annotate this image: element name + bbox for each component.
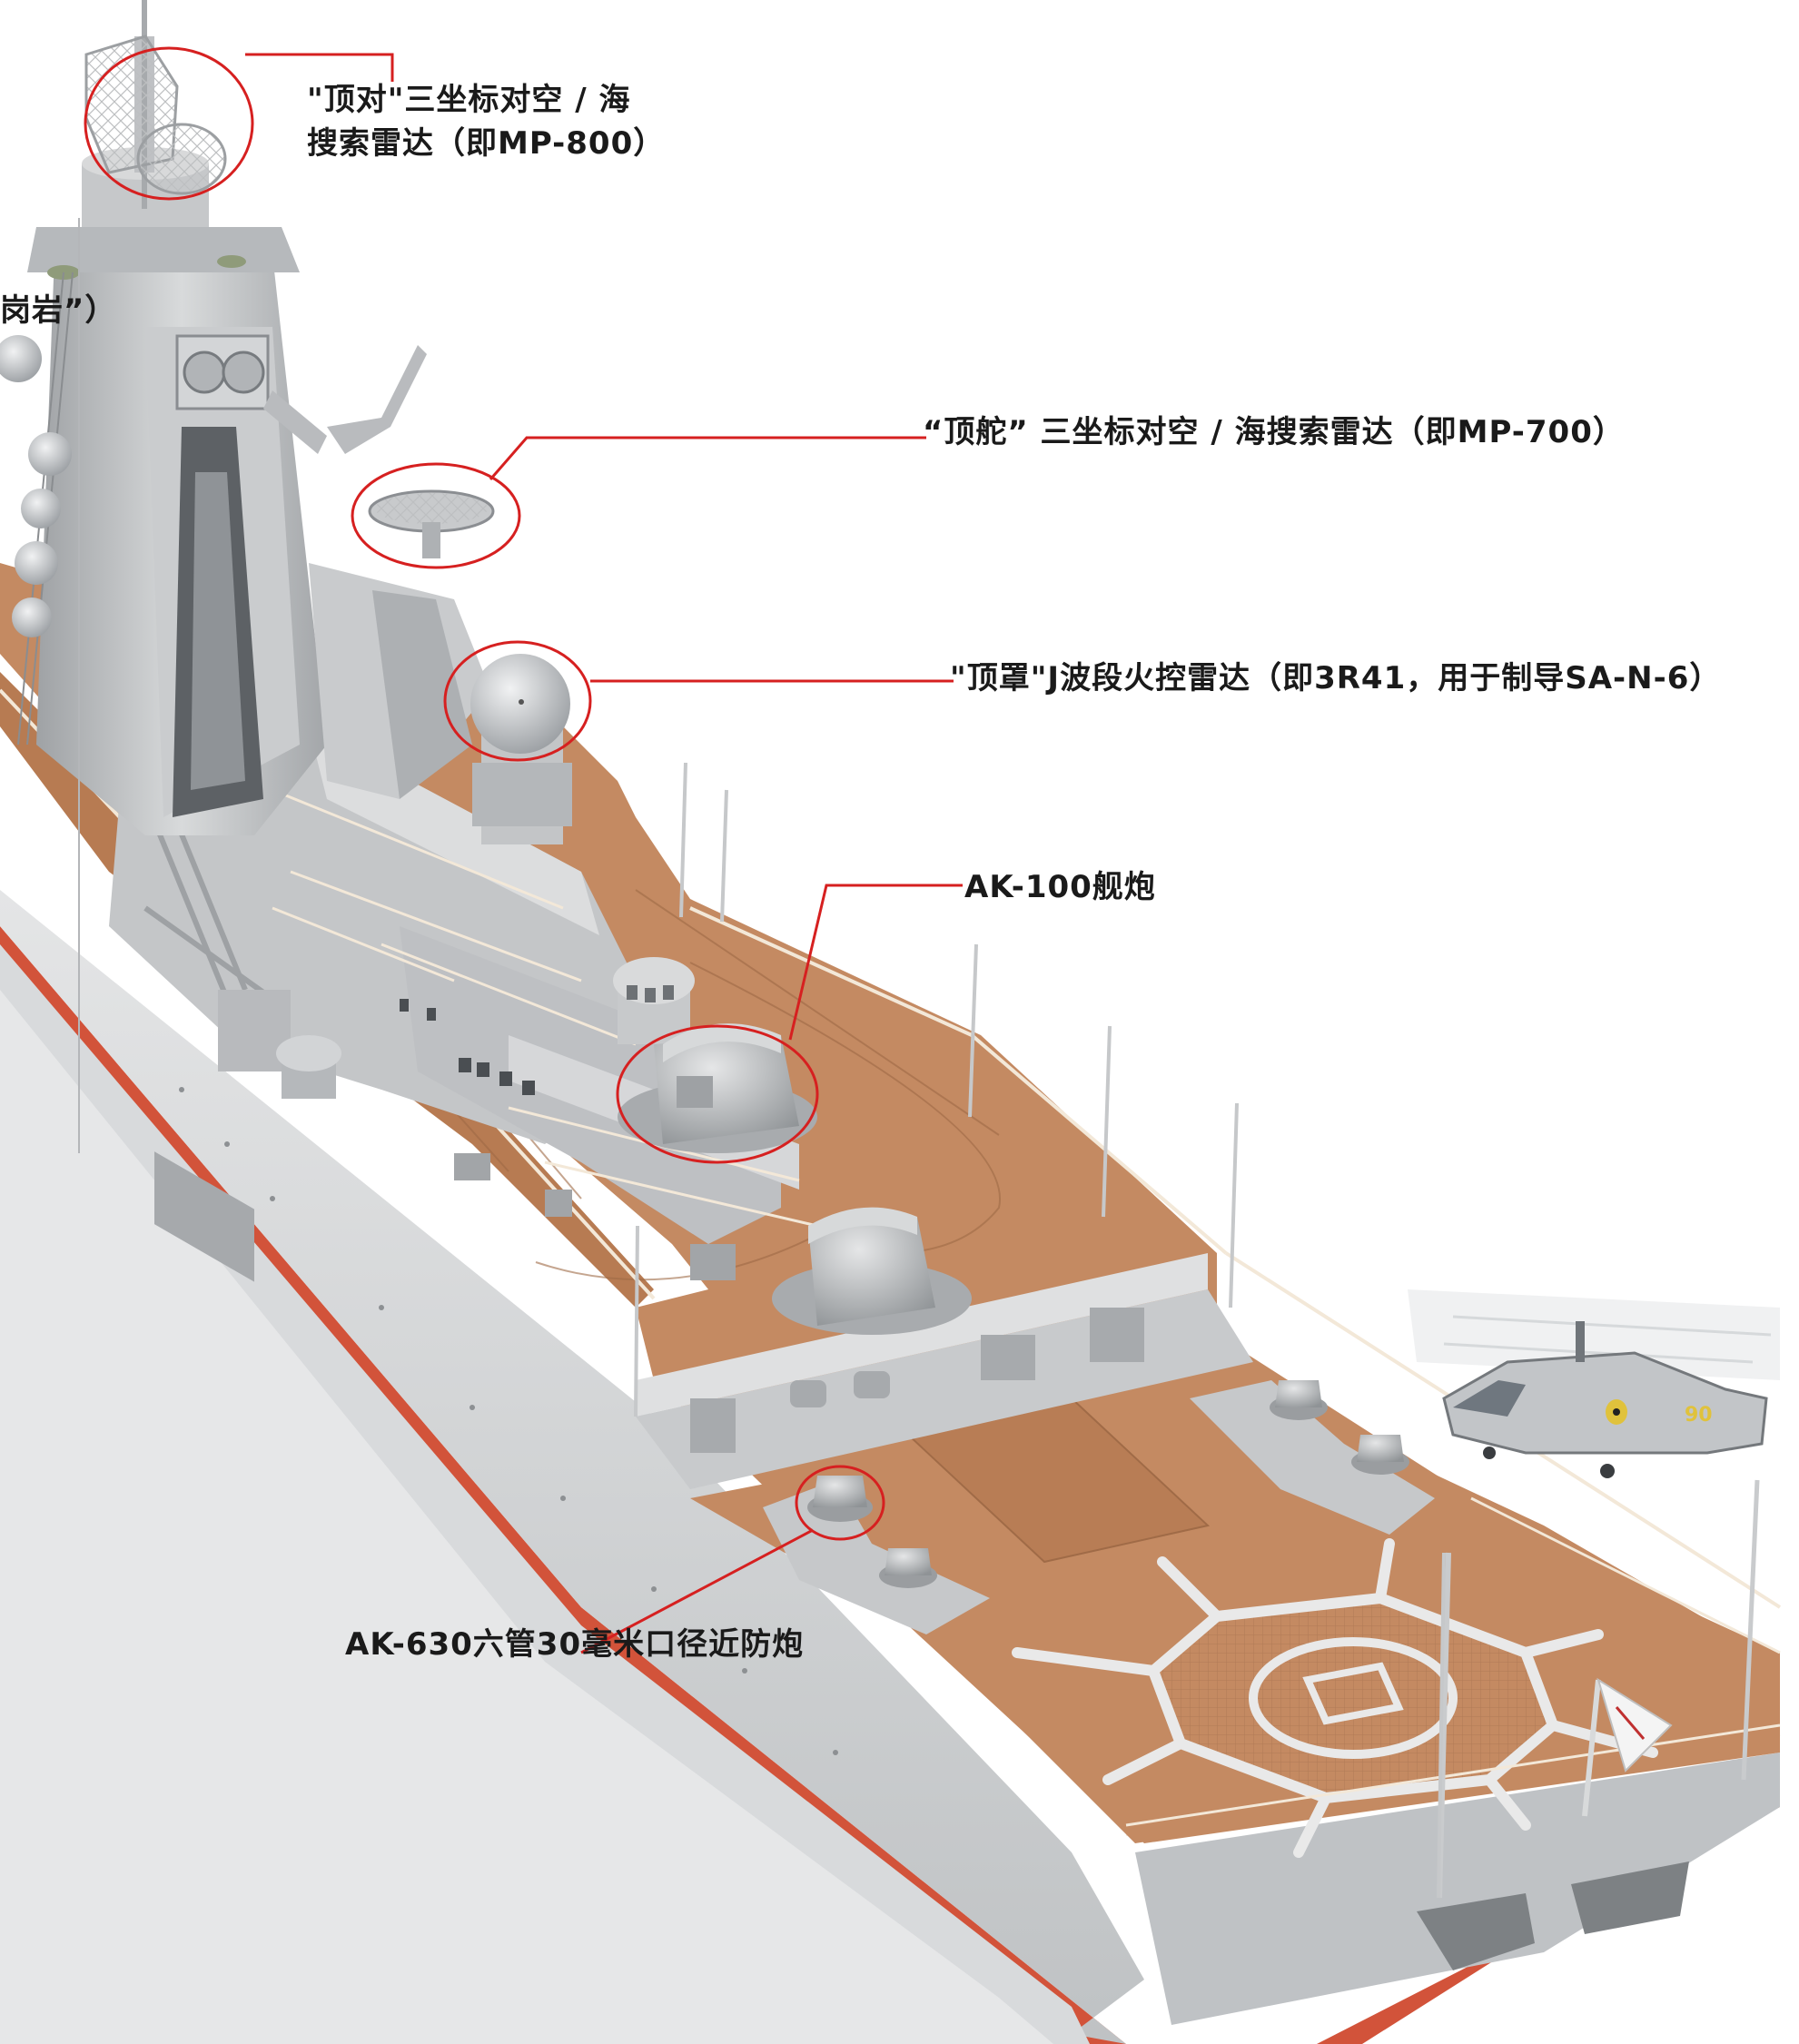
ak100-turret-aft [772, 1207, 972, 1335]
callout-circle-top-pair [84, 46, 254, 201]
ak100-turret-forward [618, 1023, 817, 1153]
top-steer-radar [368, 489, 495, 558]
leader-top-steer [489, 436, 926, 480]
callout-circle-top-steer [351, 462, 521, 569]
stern-opening-left [1417, 1893, 1535, 1970]
label-top-pair-line1: "顶对"三坐标对空 / 海 [307, 82, 631, 118]
callout-circle-ak630 [795, 1465, 885, 1541]
forward-masts [634, 762, 1446, 1899]
hull-side [0, 890, 1144, 2044]
callout-circle-tomb-stone [443, 640, 592, 762]
callouts [84, 46, 963, 1654]
label-top-pair-radar: "顶对"三坐标对空 / 海 搜索雷达（即MP-800） [307, 78, 665, 165]
label-ak100-gun: AK-100舰炮 [964, 869, 1156, 905]
label-tomb-stone-radar: "顶罩"J波段火控雷达（即3R41，用于制导SA-N-6） [950, 660, 1722, 696]
top-pair-radar [84, 35, 227, 195]
left-radomes [0, 335, 72, 637]
leader-ak630 [580, 1528, 814, 1654]
ka27-helicopter: 90 [1408, 1289, 1780, 1478]
label-top-steer-radar: “顶舵” 三坐标对空 / 海搜索雷达（即MP-700） [923, 414, 1625, 450]
bridge-cupola [613, 957, 695, 1044]
hull [0, 890, 1780, 2044]
hangar-superstructure [636, 1253, 1435, 1634]
label-ak630-ciws: AK-630六管30毫米口径近防炮 [345, 1626, 805, 1663]
stern-opening-right [1571, 1861, 1689, 1934]
callout-circle-ak100 [616, 1024, 819, 1164]
stern-transom [1135, 1753, 1780, 2025]
small-director [276, 1035, 341, 1099]
leader-top-pair [245, 53, 394, 82]
tomb-stone-radar [470, 654, 572, 844]
ak630-ciws [807, 1380, 1409, 1588]
label-top-pair-line2: 搜索雷达（即MP-800） [307, 125, 666, 162]
leader-ak100 [788, 884, 963, 1041]
aft-deck [690, 1389, 1781, 1899]
helipad [1012, 1538, 1658, 1858]
ensign-flag [1582, 1677, 1673, 1817]
helicopter-hull-number: 90 [1685, 1404, 1713, 1427]
aft-tower [263, 345, 490, 799]
label-cut-off-left: 岗岩”） [0, 292, 117, 329]
